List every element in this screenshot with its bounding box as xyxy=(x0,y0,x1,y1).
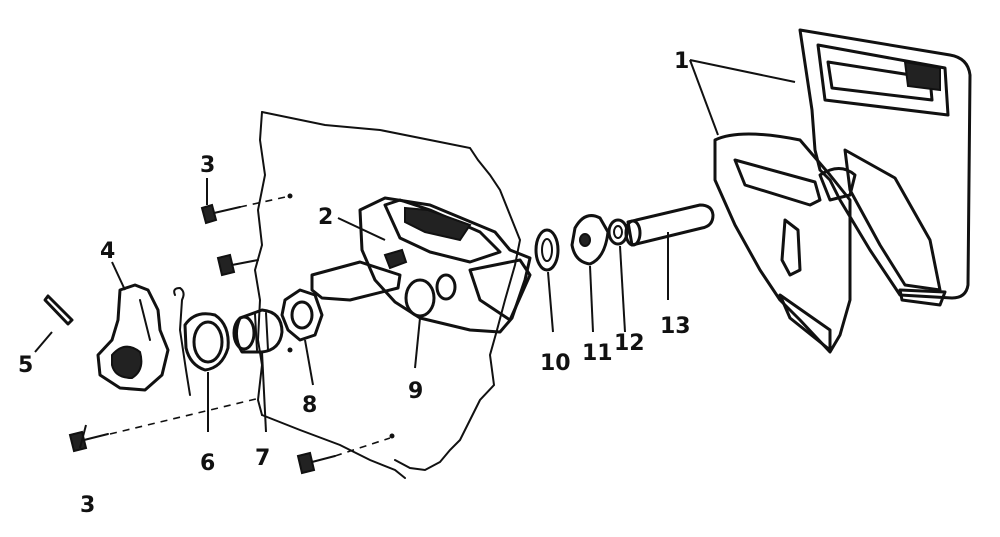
callouts: 1 2 3 3 4 5 6 7 8 9 10 11 12 13 xyxy=(18,49,691,518)
callout-6: 6 xyxy=(200,451,215,476)
part-3-screw-bottom xyxy=(296,451,336,475)
part-9-bracket-body xyxy=(310,196,532,334)
part-3-screw-middle xyxy=(216,253,259,277)
callout-2: 2 xyxy=(318,205,333,230)
part-3-screw-lower xyxy=(68,430,109,453)
part-7-bushing xyxy=(232,308,284,354)
part-4-lever-arm xyxy=(96,283,170,392)
housing-outline xyxy=(253,111,522,479)
part-13-shaft xyxy=(624,203,715,247)
callout-1: 1 xyxy=(674,49,689,74)
callout-4: 4 xyxy=(100,239,115,264)
callout-7: 7 xyxy=(255,446,270,471)
part-11-hub-disc xyxy=(570,214,610,266)
part-8-nut xyxy=(280,288,324,353)
callout-13: 13 xyxy=(660,314,691,339)
part-6-spring-cup xyxy=(173,286,230,396)
part-3-screw-upper xyxy=(200,203,241,225)
callout-11: 11 xyxy=(582,341,613,366)
part-5-pin xyxy=(43,294,74,326)
part-10-washer xyxy=(534,228,560,272)
part-12-retaining-ring xyxy=(607,218,629,246)
callout-12: 12 xyxy=(614,331,645,356)
callout-3-lower: 3 xyxy=(80,493,95,518)
leader-lines xyxy=(34,59,796,449)
alignment-lines xyxy=(109,193,395,457)
callout-10: 10 xyxy=(540,351,571,376)
part-1-frame-housing xyxy=(713,28,972,354)
callout-9: 9 xyxy=(408,379,423,404)
part-2-screw xyxy=(383,248,408,270)
callout-5: 5 xyxy=(18,353,33,378)
callout-8: 8 xyxy=(302,393,317,418)
callout-3-upper: 3 xyxy=(200,153,215,178)
